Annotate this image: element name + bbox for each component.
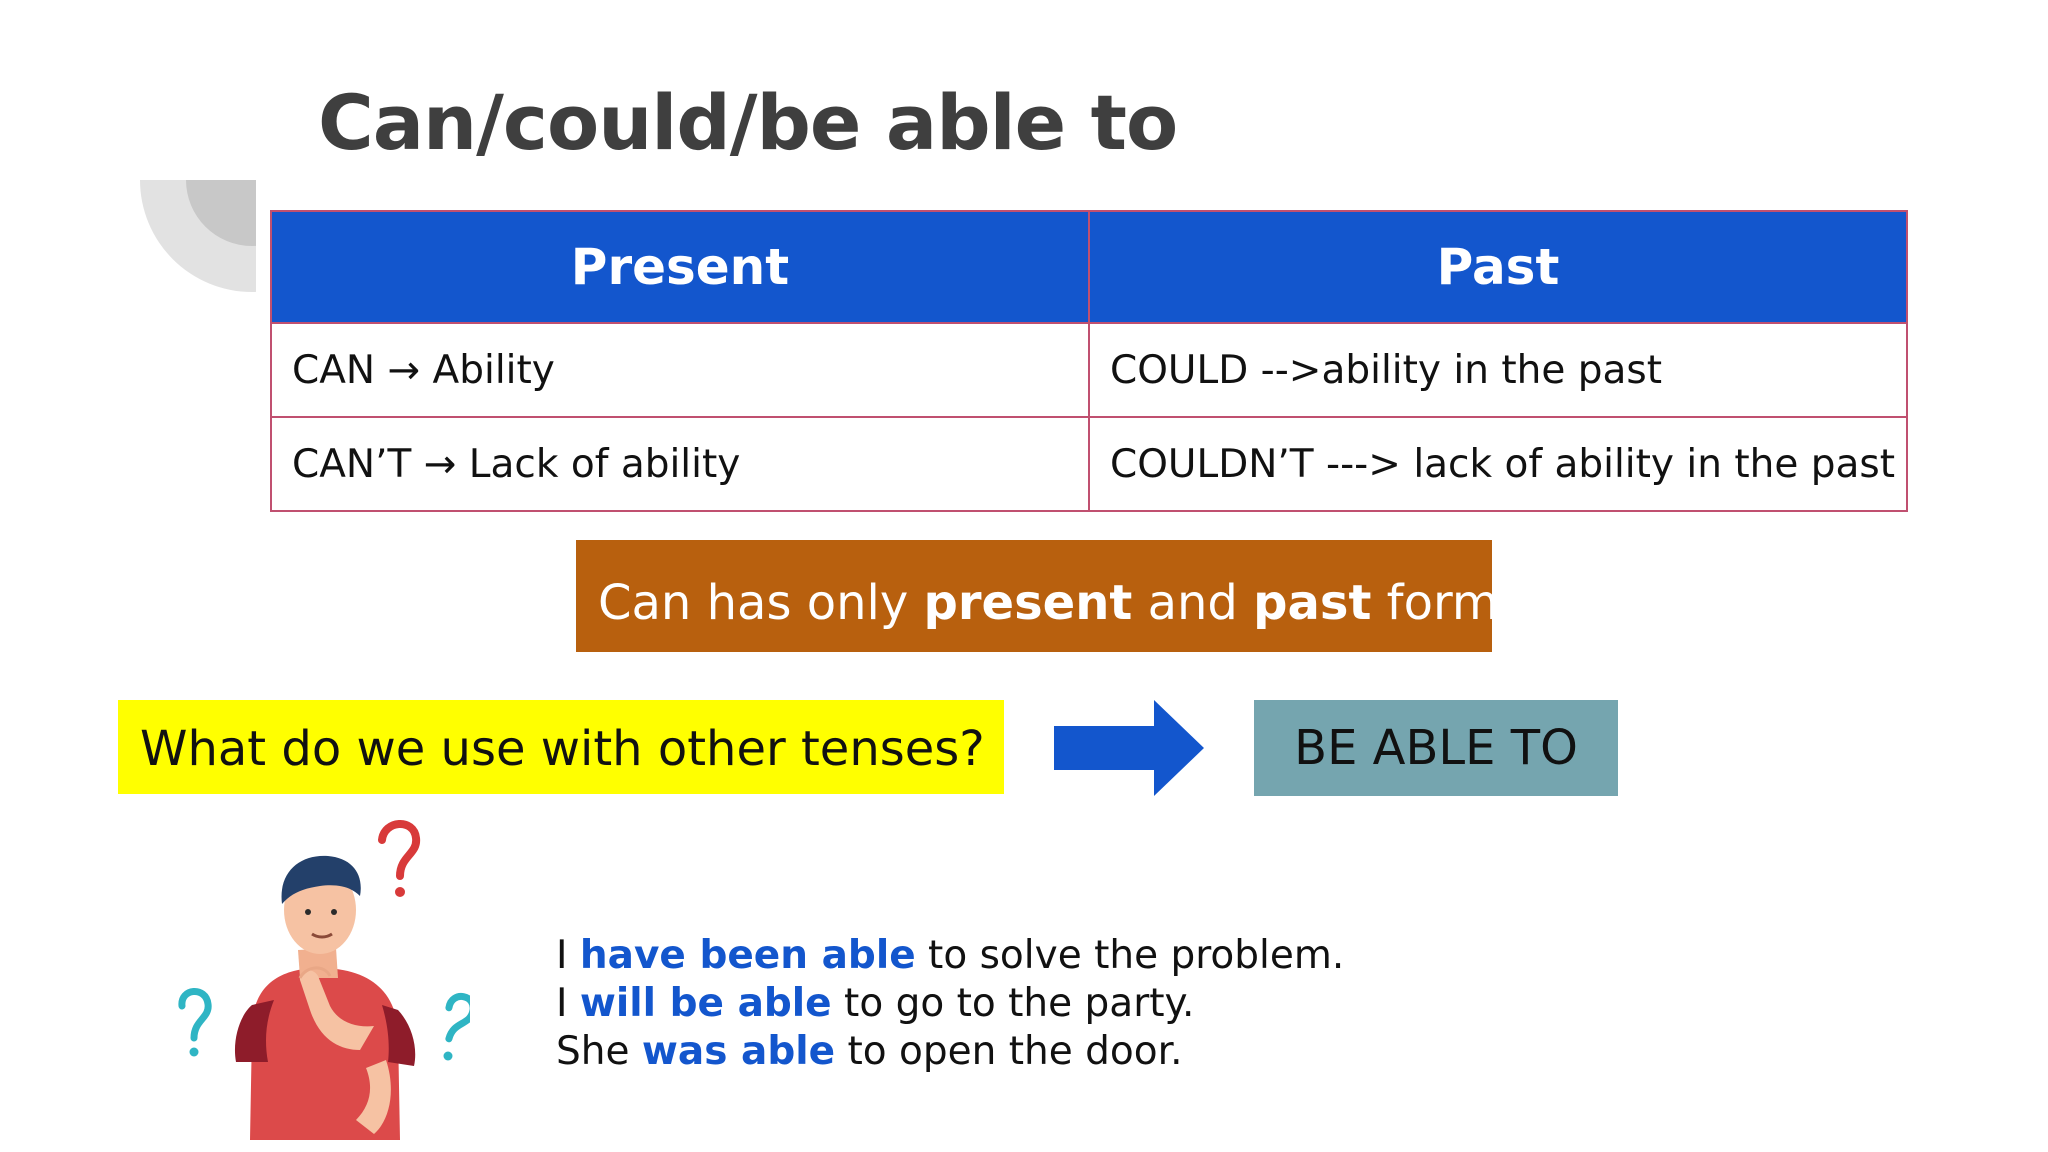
example-highlight: was able <box>641 1029 836 1074</box>
table-row: CAN’T → Lack of ability COULDN’T ---> la… <box>270 416 1908 512</box>
example-text: to solve the problem. <box>915 933 1345 978</box>
thinking-person-illustration <box>178 820 470 1140</box>
slide-title: Can/could/be able to <box>318 78 1178 167</box>
answer-box: BE ABLE TO <box>1254 700 1618 796</box>
table-cell: COULD -->ability in the past <box>1088 322 1908 418</box>
question-box <box>118 700 1004 794</box>
example-text: to go to the party. <box>831 981 1195 1026</box>
table-cell: COULDN’T ---> lack of ability in the pas… <box>1088 416 1908 512</box>
note-text: Can has only present and past forms <box>598 568 1598 638</box>
note-text-part: and <box>1132 575 1254 631</box>
note-text-part: forms <box>1371 575 1524 631</box>
table-row: CAN → Ability COULD -->ability in the pa… <box>270 322 1908 418</box>
question-text: What do we use with other tenses? <box>140 721 985 777</box>
header-present: Present <box>270 210 1090 324</box>
example-sentence: She was able to open the door. <box>556 1028 1556 1076</box>
decorative-circle <box>140 180 256 292</box>
example-highlight: will be able <box>579 981 832 1026</box>
question-mark-icon <box>178 820 470 1061</box>
example-text: She <box>556 1029 642 1074</box>
table-cell: CAN’T → Lack of ability <box>270 416 1090 512</box>
table-header-row: Present Past <box>270 210 1908 324</box>
header-past: Past <box>1088 210 1908 324</box>
example-highlight: have been able <box>579 933 916 978</box>
note-bold-past: past <box>1253 575 1372 631</box>
note-box <box>576 540 1492 652</box>
note-text-part: Can has only <box>598 575 924 631</box>
examples-list: I have been able to solve the problem. I… <box>556 932 1556 1076</box>
table-cell: CAN → Ability <box>270 322 1090 418</box>
example-text: to open the door. <box>835 1029 1183 1074</box>
example-sentence: I have been able to solve the problem. <box>556 932 1556 980</box>
note-bold-present: present <box>923 575 1133 631</box>
arrow-right-icon <box>1054 700 1204 796</box>
example-text: I <box>556 933 580 978</box>
example-text: I <box>556 981 580 1026</box>
example-sentence: I will be able to go to the party. <box>556 980 1556 1028</box>
grammar-table: Present Past CAN → Ability COULD -->abil… <box>270 210 1908 512</box>
